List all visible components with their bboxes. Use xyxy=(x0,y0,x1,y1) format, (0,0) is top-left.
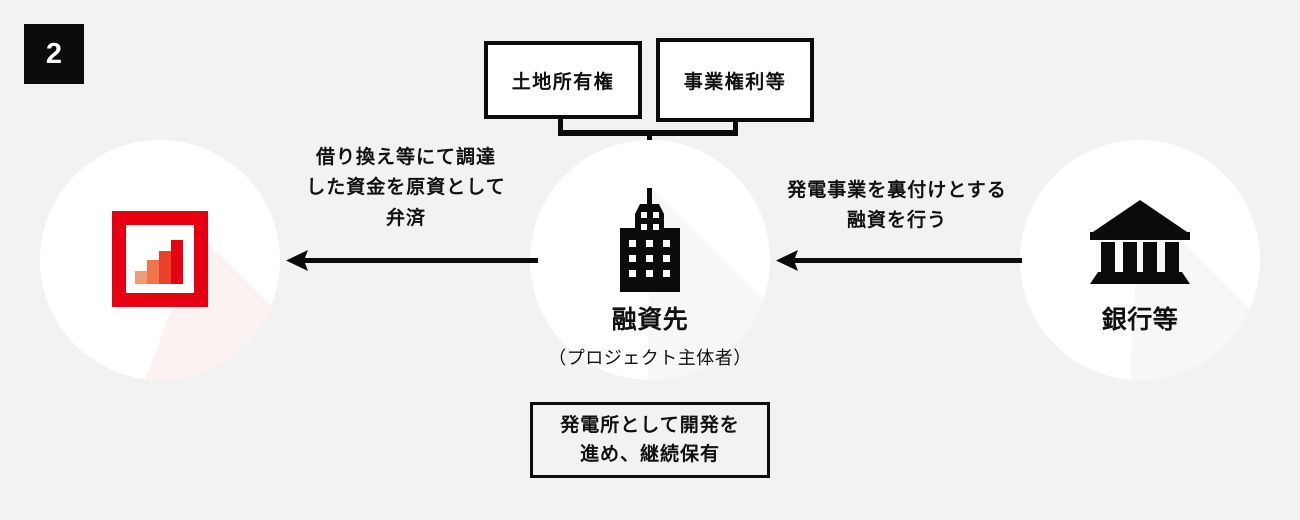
step-number-badge: 2 xyxy=(24,24,84,84)
connector-vertical-left xyxy=(558,119,563,135)
connector-vertical-right xyxy=(733,122,738,135)
bar-chart-icon xyxy=(112,211,208,307)
arrow-repayment-left xyxy=(286,250,538,271)
top-box-business-rights-label: 事業権利等 xyxy=(683,71,787,93)
bar-chart-bar-4 xyxy=(171,240,183,284)
bar-chart-icon-inner xyxy=(126,225,194,293)
node-bank xyxy=(1020,140,1260,380)
bottom-box-development-note: 発電所として開発を 進め、継続保有 xyxy=(530,402,770,478)
top-box-business-rights: 事業権利等 xyxy=(656,38,814,122)
node-borrower xyxy=(530,140,770,380)
bar-chart-bars xyxy=(135,240,185,284)
flow-label-repayment-line-1: 借り換え等にて調達 xyxy=(315,147,496,168)
bar-chart-bar-1 xyxy=(135,271,147,284)
bar-chart-bar-3 xyxy=(159,251,171,284)
connector-stub-to-node xyxy=(647,130,652,142)
office-building-icon xyxy=(620,188,680,292)
top-box-land-ownership-label: 土地所有権 xyxy=(511,71,615,93)
node-borrower-source xyxy=(40,140,280,380)
flow-label-repayment: 借り換え等にて調達 した資金を原資として 弁済 xyxy=(272,143,540,234)
bottom-box-line-1: 発電所として開発を xyxy=(560,414,740,436)
bottom-box-line-2: 進め、継続保有 xyxy=(579,444,720,465)
top-box-land-ownership: 土地所有権 xyxy=(484,41,642,119)
node-borrower-caption: 融資先 xyxy=(611,306,689,334)
node-borrower-subcaption: （プロジェクト主体者） xyxy=(548,348,752,368)
bar-chart-bar-2 xyxy=(147,260,159,284)
flow-label-repayment-line-3: 弁済 xyxy=(385,207,426,229)
flow-label-loan-line-1: 発電事業を裏付けとする xyxy=(787,180,1007,201)
bank-icon xyxy=(1090,200,1190,284)
step-number-label: 2 xyxy=(45,37,63,70)
flow-label-loan-line-2: 融資を行う xyxy=(846,210,947,232)
flow-label-repayment-line-2: した資金を原資として xyxy=(306,177,506,199)
node-bank-caption: 銀行等 xyxy=(1101,306,1179,334)
flow-label-loan: 発電事業を裏付けとする 融資を行う xyxy=(762,176,1032,237)
arrow-loan-left xyxy=(776,250,1022,271)
